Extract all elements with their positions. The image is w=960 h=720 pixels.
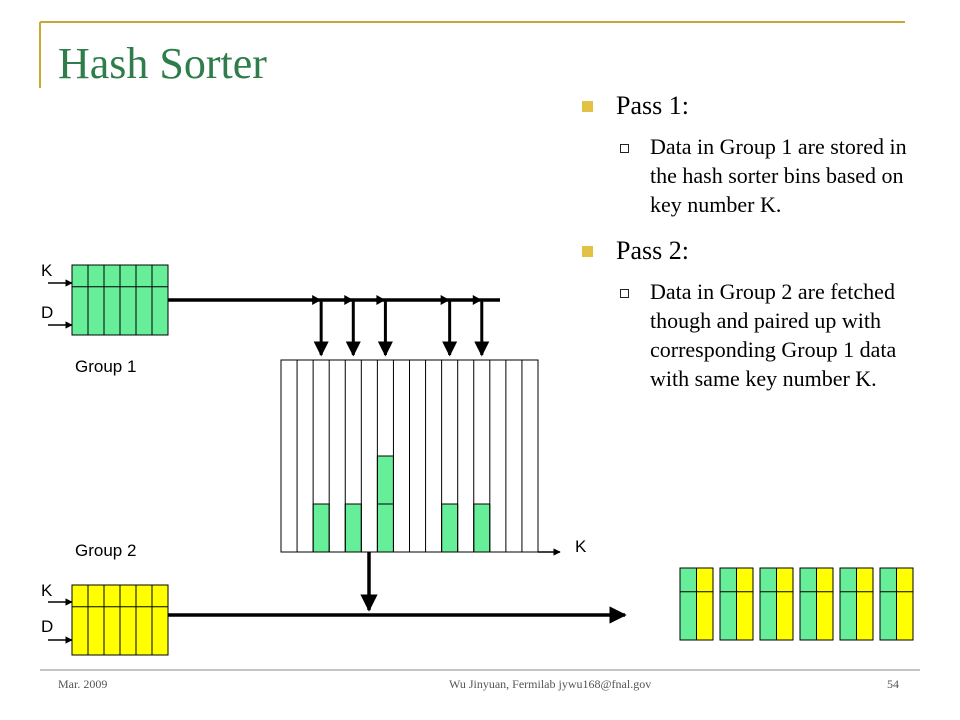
sub-bullet-pass-2: Data in Group 2 are fetched though and p…	[578, 277, 918, 393]
group2-k-label: K	[41, 581, 53, 600]
group2-label: Group 2	[75, 541, 136, 560]
footer-date: Mar. 2009	[58, 677, 108, 691]
bin-entry	[473, 503, 491, 553]
pair-group1-half	[719, 567, 737, 641]
bullet-pass-2: Pass 2:	[578, 233, 918, 269]
bin-entry	[376, 503, 394, 553]
pair-group2-half	[816, 567, 834, 641]
bin-entry	[312, 503, 330, 553]
bus-tap-arrowhead	[312, 295, 322, 305]
paired-output	[679, 567, 914, 641]
pair-group2-half	[896, 567, 914, 641]
bus-tap-arrowhead	[344, 295, 354, 305]
bullet-pass-1: Pass 1:	[578, 88, 918, 124]
bin-select-arrows	[312, 295, 490, 357]
pair-group1-half	[879, 567, 897, 641]
bus-tap-arrowhead	[440, 295, 450, 305]
pair-group1-half	[799, 567, 817, 641]
bin-entry	[441, 503, 459, 553]
bus-tap-arrowhead	[472, 295, 482, 305]
bin-entry	[344, 503, 362, 553]
bus-tap-arrowhead	[376, 295, 386, 305]
pair-group2-half	[736, 567, 754, 641]
hash-sorter-bins	[280, 359, 539, 553]
slide-title: Hash Sorter	[58, 39, 267, 88]
sub-bullet-pass-1: Data in Group 1 are stored in the hash s…	[578, 132, 918, 219]
pair-group2-half	[696, 567, 714, 641]
pair-group2-half	[856, 567, 874, 641]
group2-register	[71, 584, 169, 656]
group2-d-label: D	[41, 617, 53, 636]
pair-group1-half	[759, 567, 777, 641]
bin-entry	[376, 455, 394, 505]
bins-k-axis-label: K	[575, 537, 587, 556]
pair-group2-half	[776, 567, 794, 641]
footer-author: Wu Jinyuan, Fermilab jywu168@fnal.gov	[449, 677, 652, 691]
group1-k-label: K	[41, 261, 53, 280]
group1-label: Group 1	[75, 357, 136, 376]
pair-group1-half	[679, 567, 697, 641]
bullet-list: Pass 1: Data in Group 1 are stored in th…	[578, 88, 918, 407]
group1-register	[71, 264, 169, 336]
footer-page-number: 54	[887, 677, 899, 691]
pair-group1-half	[839, 567, 857, 641]
group1-d-label: D	[41, 303, 53, 322]
